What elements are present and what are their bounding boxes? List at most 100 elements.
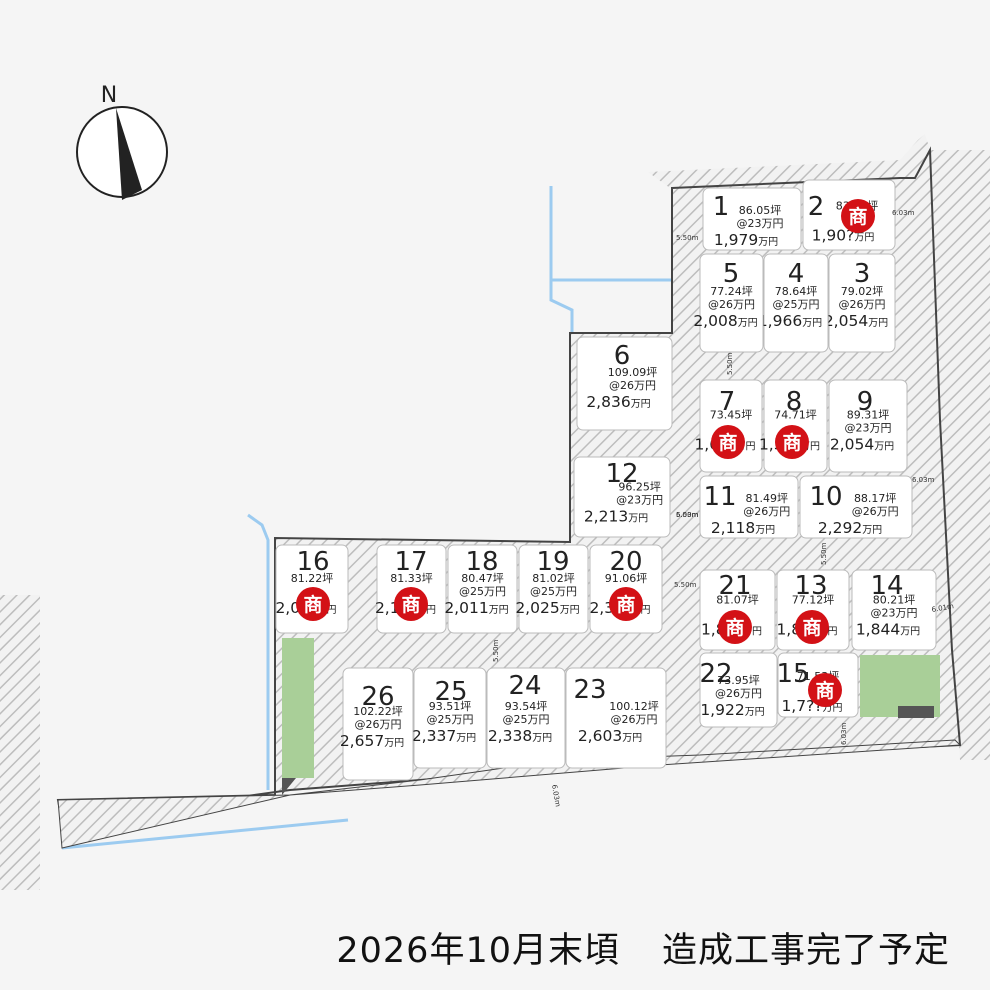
road-width-label: 5.50m	[676, 234, 699, 242]
compass: N	[76, 83, 168, 200]
lot-area: 80.47坪	[461, 572, 504, 585]
caption-date: 2026年10月末頃	[336, 931, 620, 971]
road-width-label: 5.50m	[674, 581, 697, 589]
lot-price-unit: 万円	[900, 627, 920, 638]
commercial-badge-icon	[711, 425, 745, 459]
caption-note: 造成工事完了予定	[661, 931, 950, 971]
commercial-badge-label: 商	[802, 616, 821, 639]
lot-number: 1	[713, 192, 730, 222]
lot-price-unit: 万円	[456, 733, 476, 744]
lot-price-unit: 万円	[802, 318, 822, 329]
lot-number: 8	[786, 387, 803, 417]
lot-number: 5	[723, 259, 740, 289]
lot-number: 10	[809, 482, 842, 512]
lot-price-unit: 万円	[862, 525, 882, 536]
lot-price-unit: 万円	[742, 627, 762, 638]
lot-price-unit: 万円	[628, 514, 648, 525]
lot-area: 93.54坪	[505, 700, 548, 713]
road-width-label: 6.03m	[912, 476, 935, 484]
lot-area: 81.22坪	[291, 572, 334, 585]
lot-number: 12	[605, 459, 638, 489]
lot-shape	[799, 475, 913, 539]
lot-15[interactable]: 1571.53坪1,7??万円商	[776, 652, 859, 718]
commercial-badge-label: 商	[725, 616, 744, 639]
lot-area: 80.21坪	[873, 594, 916, 607]
lot-shape	[576, 336, 673, 431]
commercial-badge-label: 商	[303, 593, 322, 616]
lot-shape	[565, 667, 667, 769]
lot-number: 3	[854, 259, 871, 289]
lot-unit-price: @26万円	[839, 298, 886, 311]
lot-area: 78.64坪	[775, 285, 818, 298]
road-width-label: 6.01m	[931, 602, 955, 614]
lot-shape	[828, 379, 908, 473]
lot-unit-price: @26万円	[852, 505, 899, 518]
lot-area: 73.45坪	[710, 409, 753, 422]
lot-area: 89.31坪	[847, 409, 890, 422]
lot-shape	[699, 652, 778, 728]
lot-shape	[518, 544, 589, 634]
lot-number: 13	[794, 571, 827, 601]
commercial-badge-icon	[795, 610, 829, 644]
lot-unit-price: @23万円	[616, 494, 663, 507]
lot-area: 102.22坪	[353, 705, 403, 718]
lot-price-unit: 万円	[800, 442, 820, 453]
lot-unit-price: @25万円	[427, 713, 474, 726]
commercial-badge-label: 商	[401, 593, 420, 616]
lot-2[interactable]: 283.26坪1,90?万円商	[802, 179, 896, 251]
road-width-label: 5.50m	[820, 542, 828, 565]
lot-area: 100.12坪	[609, 700, 659, 713]
lot-shape	[342, 667, 414, 781]
lot-unit-price: @26万円	[743, 505, 790, 518]
lot-number: 21	[718, 571, 751, 601]
lot-shape	[828, 253, 896, 353]
outside-roads	[0, 134, 990, 890]
commercial-badge-icon	[841, 199, 875, 233]
lot-number: 18	[465, 547, 498, 577]
lot-7[interactable]: 773.45坪1,6??万円商	[694, 379, 763, 473]
road-width-label: 6.03m	[676, 511, 699, 519]
commercial-badge-label: 商	[718, 431, 737, 454]
lot-8[interactable]: 874.71坪1,5??万円商	[759, 379, 828, 473]
lot-price-unit: 万円	[631, 399, 651, 410]
lot-area: 81.33坪	[390, 572, 433, 585]
commercial-badge-label: 商	[815, 679, 834, 702]
lot-shape	[413, 667, 487, 769]
lot-number: 11	[703, 482, 736, 512]
lot-area: 86.05坪	[739, 204, 782, 217]
lot-unit-price: @23万円	[845, 422, 892, 435]
lot-price-unit: 万円	[736, 442, 756, 453]
road-width-label: 5.50m	[726, 352, 734, 375]
lot-area: 81.49坪	[746, 492, 789, 505]
compass-needle-icon	[116, 108, 142, 200]
commercial-badge-icon	[808, 673, 842, 707]
road-width-label: 6.03m	[840, 722, 848, 745]
lot-price-unit: 万円	[745, 707, 765, 718]
lot-shape	[702, 187, 802, 251]
lot-area: 81.02坪	[532, 572, 575, 585]
lot-number: 16	[296, 547, 329, 577]
